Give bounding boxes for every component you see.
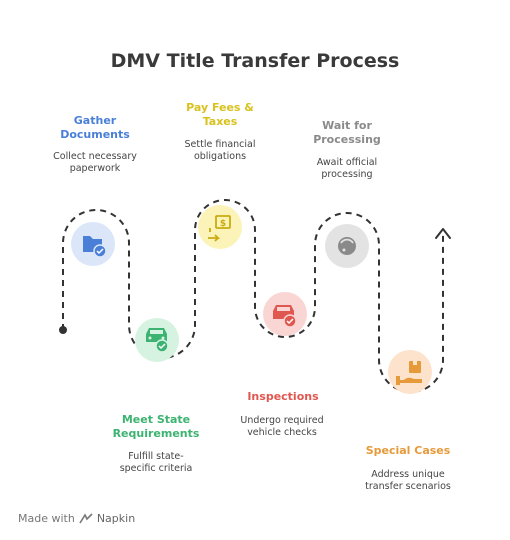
page-title: DMV Title Transfer Process [110, 50, 400, 72]
hand-box-icon [388, 350, 432, 394]
step-pay-title: Pay Fees & Taxes [186, 101, 254, 128]
step-gather-title: Gather Documents [60, 114, 130, 141]
car-check-icon [135, 318, 179, 362]
svg-text:$: $ [220, 219, 226, 229]
step-inspections-title: Inspections [247, 390, 319, 403]
arrow-head-icon [435, 228, 451, 239]
flow-path [62, 199, 444, 393]
step-special-title: Special Cases [365, 444, 451, 457]
napkin-logo-icon [79, 512, 93, 523]
car-inspection-icon [263, 292, 307, 336]
step-special-desc: Address unique transfer scenarios [365, 469, 451, 492]
step-meet-desc: Fulfill state- specific criteria [119, 451, 193, 474]
step-meet-title: Meet State Requirements [112, 413, 200, 440]
step-gather-desc: Collect necessary paperwork [53, 151, 137, 174]
start-dot [59, 326, 67, 334]
step-pay-desc: Settle financial obligations [184, 139, 256, 162]
hourglass-icon [325, 224, 369, 268]
footer-prefix: Made with [18, 512, 75, 525]
step-wait-title: Wait for Processing [313, 119, 381, 146]
money-transfer-icon: $ [198, 205, 242, 249]
step-inspections-desc: Undergo required vehicle checks [240, 415, 324, 438]
folder-check-icon [71, 222, 115, 266]
footer-attribution[interactable]: Made with Napkin [18, 512, 135, 525]
step-wait-desc: Await official processing [316, 157, 378, 180]
footer-brand: Napkin [96, 512, 136, 525]
